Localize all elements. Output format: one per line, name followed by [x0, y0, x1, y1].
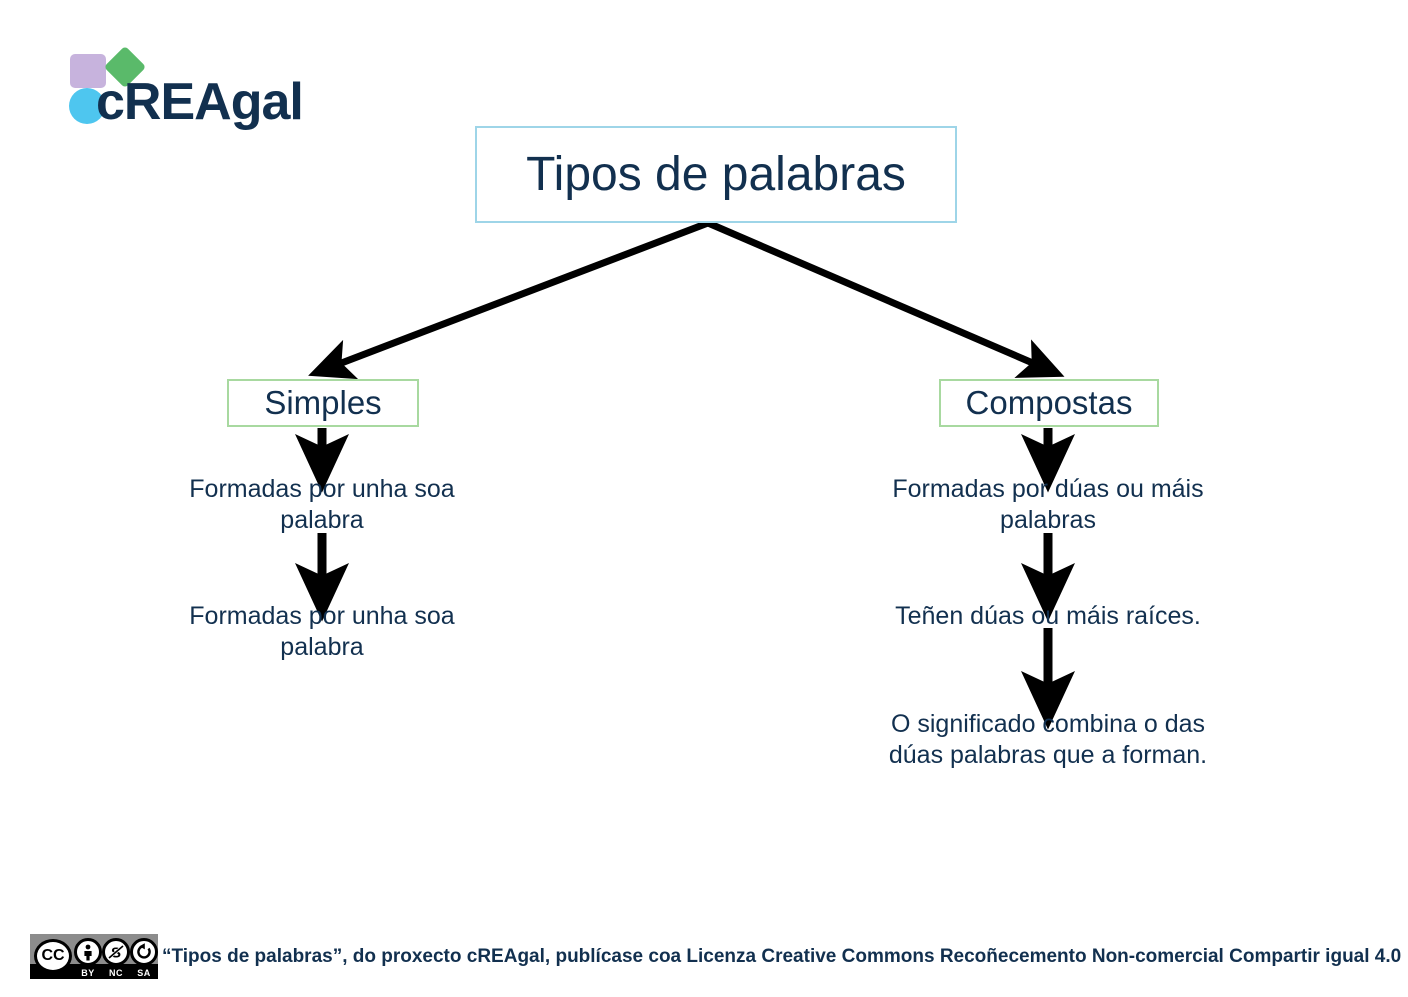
- cc-by-label: BY: [81, 968, 95, 978]
- cc-nc-crossed-dollar-icon: S: [102, 938, 130, 966]
- license-attribution-text: “Tipos de palabras”, do proxecto cREAgal…: [162, 945, 1402, 967]
- branch-box-compostas: Compostas: [939, 379, 1159, 427]
- cc-sa-label: SA: [137, 968, 151, 978]
- branch-label-simples: Simples: [264, 384, 382, 421]
- arrow-title-to-simples: [308, 219, 710, 380]
- diagram-title-box: Tipos de palabras: [475, 126, 957, 223]
- circular-arrow-glyph: [137, 943, 151, 959]
- cc-nc-label: NC: [109, 968, 123, 978]
- cc-logo-icon: CC: [34, 939, 72, 973]
- arrow-title-to-compostas: [706, 219, 1065, 378]
- logo-circle-icon: [69, 88, 105, 124]
- diagram-title-label: Tipos de palabras: [526, 148, 906, 201]
- cc-sa-share-alike-icon: [130, 938, 158, 966]
- compostas-item-3: O significado combina o das dúas palabra…: [888, 710, 1208, 769]
- creagal-logo: cREAgal: [66, 45, 316, 128]
- simples-item-2: Formadas por unha soa palabra: [189, 602, 455, 661]
- logo-square-icon: [70, 54, 106, 88]
- branch-label-compostas: Compostas: [965, 384, 1133, 421]
- logo-wordmark: cREAgal: [96, 73, 304, 131]
- person-glyph: [84, 944, 92, 961]
- cc-by-person-icon: [74, 938, 102, 966]
- crossed-dollar-glyph: S: [108, 945, 124, 962]
- compostas-item-2: Teñen dúas ou máis raíces.: [895, 602, 1201, 630]
- creative-commons-badge-icon[interactable]: CC S BY NC: [30, 934, 158, 979]
- branch-box-simples: Simples: [227, 379, 419, 427]
- simples-item-1: Formadas por unha soa palabra: [189, 475, 455, 534]
- footer: CC S BY NC: [30, 934, 1401, 979]
- compostas-item-1: Formadas por dúas ou máis palabras: [892, 475, 1204, 534]
